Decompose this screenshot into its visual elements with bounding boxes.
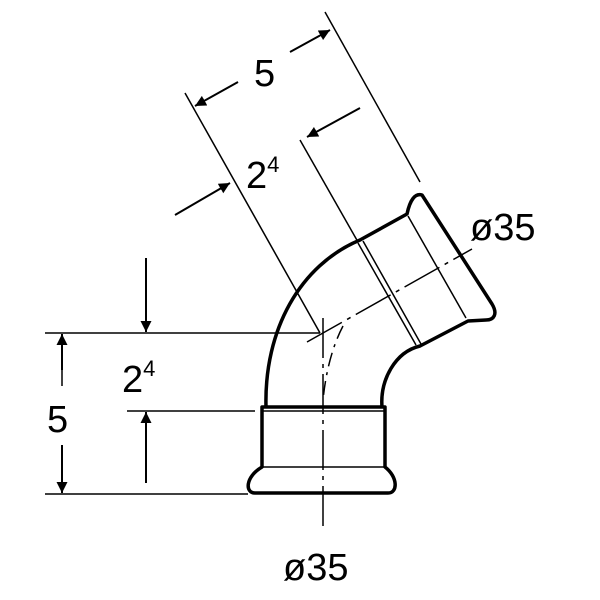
- fitting-bands: [262, 215, 467, 468]
- fitting-outline: [246, 192, 497, 495]
- overall-vertical-label: 5: [47, 399, 68, 441]
- insertion-slanted-label: 24: [246, 152, 279, 197]
- center-lines: [306, 248, 473, 528]
- slanted-dimensions: [174, 11, 421, 334]
- insertion-vertical-label: 24: [122, 356, 155, 401]
- overall-slanted-label: 5: [254, 53, 275, 95]
- diameter-label-top: ø35: [470, 207, 535, 249]
- vertical-dimensions: [45, 258, 320, 495]
- diameter-label-bottom: ø35: [283, 547, 348, 589]
